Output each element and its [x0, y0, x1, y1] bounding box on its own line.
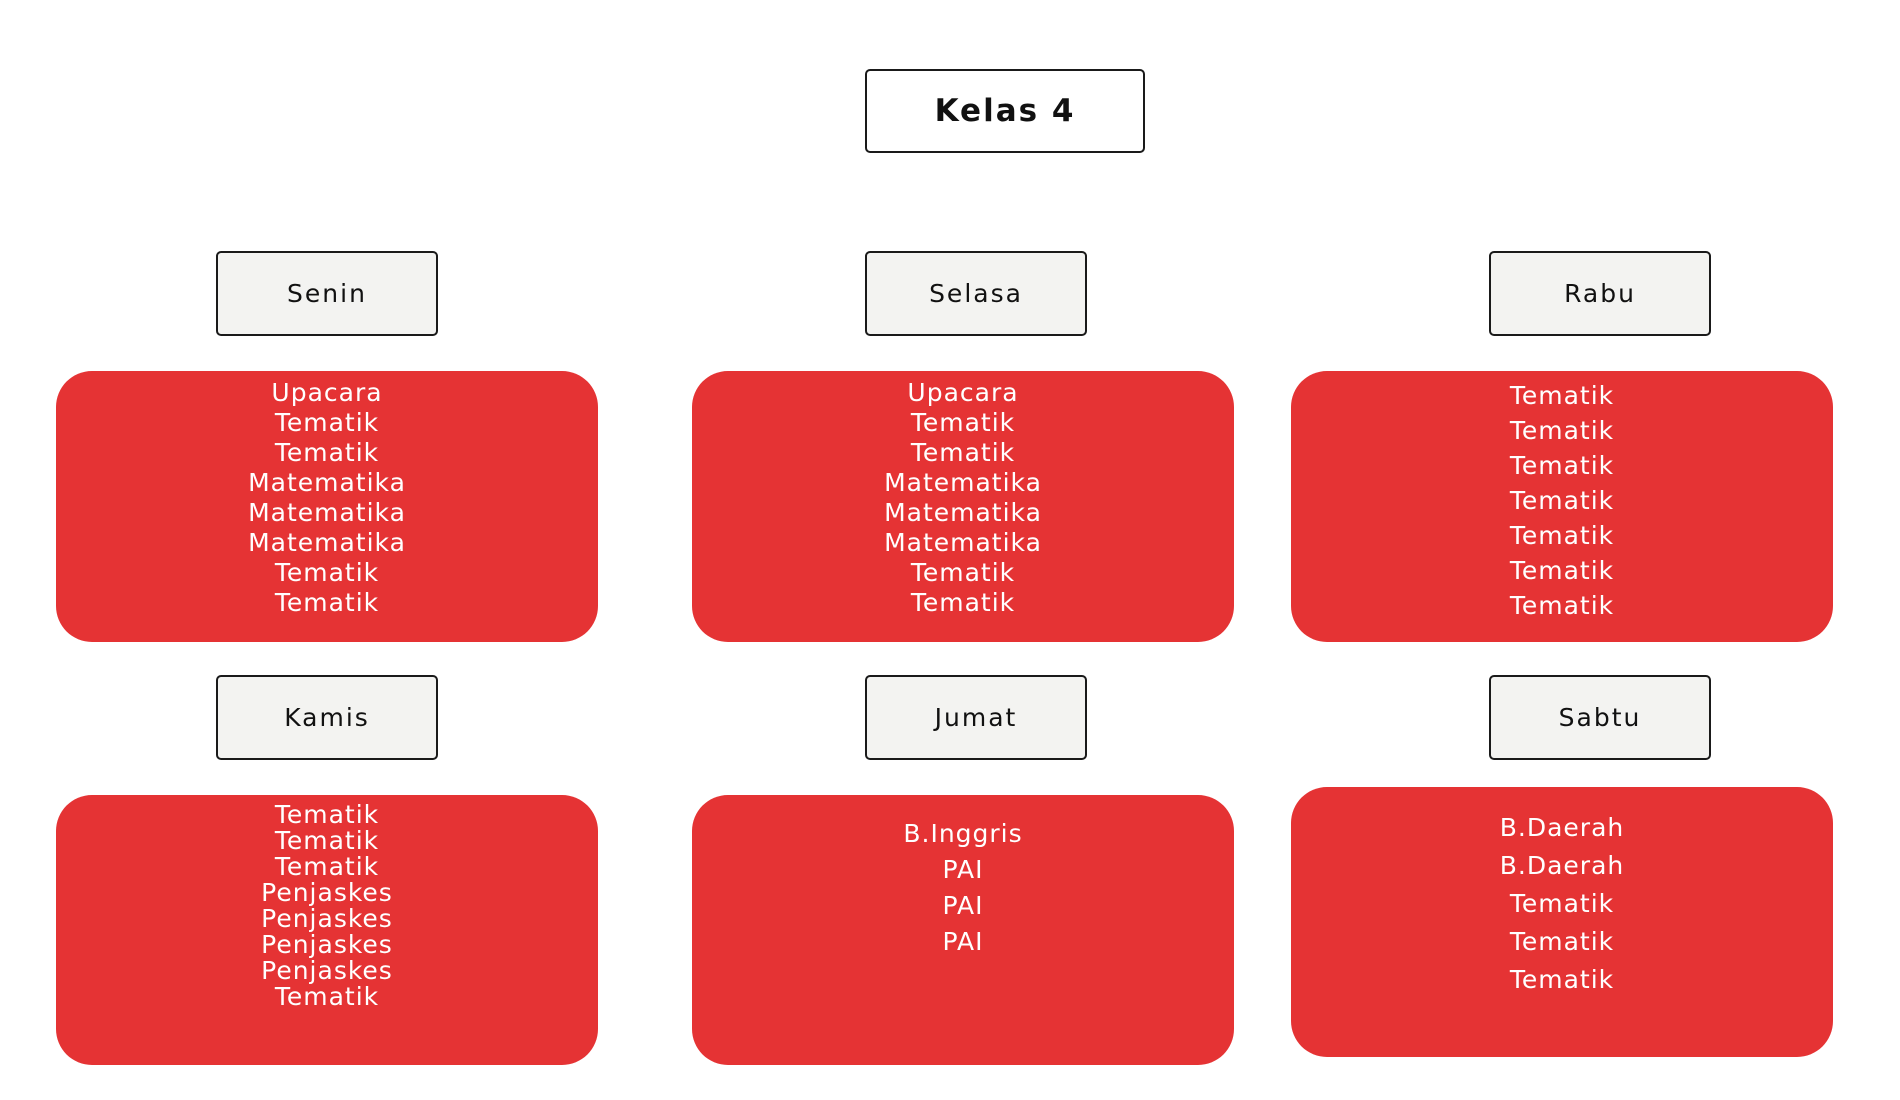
subject-item: Tematik: [1509, 591, 1615, 620]
subject-item: Tematik: [274, 438, 380, 467]
subject-item: Tematik: [1509, 486, 1615, 515]
subject-item: Tematik: [1509, 965, 1615, 994]
day-label-senin: Senin: [216, 251, 438, 336]
subject-item: Matematika: [248, 528, 406, 557]
subject-item: Tematik: [274, 800, 380, 829]
subject-item: Matematika: [884, 528, 1042, 557]
subject-item: Penjaskes: [261, 956, 393, 985]
subject-item: Matematika: [248, 468, 406, 497]
subject-item: Tematik: [910, 558, 1016, 587]
subject-item: Tematik: [1509, 416, 1615, 445]
subject-item: PAI: [942, 891, 984, 920]
subject-item: Tematik: [1509, 889, 1615, 918]
subject-list-kamis: Tematik Tematik Tematik Penjaskes Penjas…: [56, 802, 598, 1010]
subject-item: PAI: [942, 927, 984, 956]
subject-item: Tematik: [1509, 381, 1615, 410]
schedule-card-kamis: Tematik Tematik Tematik Penjaskes Penjas…: [56, 795, 598, 1065]
subject-item: Tematik: [910, 408, 1016, 437]
schedule-card-rabu: Tematik Tematik Tematik Tematik Tematik …: [1291, 371, 1833, 642]
subject-list-rabu: Tematik Tematik Tematik Tematik Tematik …: [1291, 378, 1833, 623]
subject-item: Penjaskes: [261, 930, 393, 959]
subject-item: Tematik: [274, 408, 380, 437]
subject-item: Penjaskes: [261, 904, 393, 933]
subject-item: Matematika: [884, 498, 1042, 527]
schedule-card-jumat: B.Inggris PAI PAI PAI: [692, 795, 1234, 1065]
subject-item: Upacara: [271, 378, 383, 407]
subject-item: Tematik: [1509, 521, 1615, 550]
day-label-selasa: Selasa: [865, 251, 1087, 336]
subject-item: Tematik: [274, 982, 380, 1011]
subject-item: Matematika: [884, 468, 1042, 497]
subject-list-sabtu: B.Daerah B.Daerah Tematik Tematik Temati…: [1291, 809, 1833, 999]
subject-list-selasa: Upacara Tematik Tematik Matematika Matem…: [692, 378, 1234, 618]
day-label-rabu: Rabu: [1489, 251, 1711, 336]
subject-item: Tematik: [910, 438, 1016, 467]
subject-item: B.Daerah: [1499, 813, 1625, 842]
schedule-card-sabtu: B.Daerah B.Daerah Tematik Tematik Temati…: [1291, 787, 1833, 1057]
day-label-kamis: Kamis: [216, 675, 438, 760]
subject-item: Tematik: [274, 588, 380, 617]
class-title: Kelas 4: [865, 69, 1145, 153]
subject-item: Tematik: [1509, 451, 1615, 480]
subject-item: Tematik: [910, 588, 1016, 617]
subject-item: B.Inggris: [903, 819, 1023, 848]
subject-item: PAI: [942, 855, 984, 884]
schedule-card-senin: Upacara Tematik Tematik Matematika Matem…: [56, 371, 598, 642]
subject-item: Tematik: [274, 826, 380, 855]
subject-item: Penjaskes: [261, 878, 393, 907]
subject-item: Matematika: [248, 498, 406, 527]
subject-item: Tematik: [1509, 927, 1615, 956]
schedule-card-selasa: Upacara Tematik Tematik Matematika Matem…: [692, 371, 1234, 642]
day-label-sabtu: Sabtu: [1489, 675, 1711, 760]
day-label-jumat: Jumat: [865, 675, 1087, 760]
subject-item: B.Daerah: [1499, 851, 1625, 880]
subject-item: Tematik: [274, 558, 380, 587]
subject-list-senin: Upacara Tematik Tematik Matematika Matem…: [56, 378, 598, 618]
subject-list-jumat: B.Inggris PAI PAI PAI: [692, 816, 1234, 960]
subject-item: Tematik: [274, 852, 380, 881]
subject-item: Tematik: [1509, 556, 1615, 585]
subject-item: Upacara: [907, 378, 1019, 407]
